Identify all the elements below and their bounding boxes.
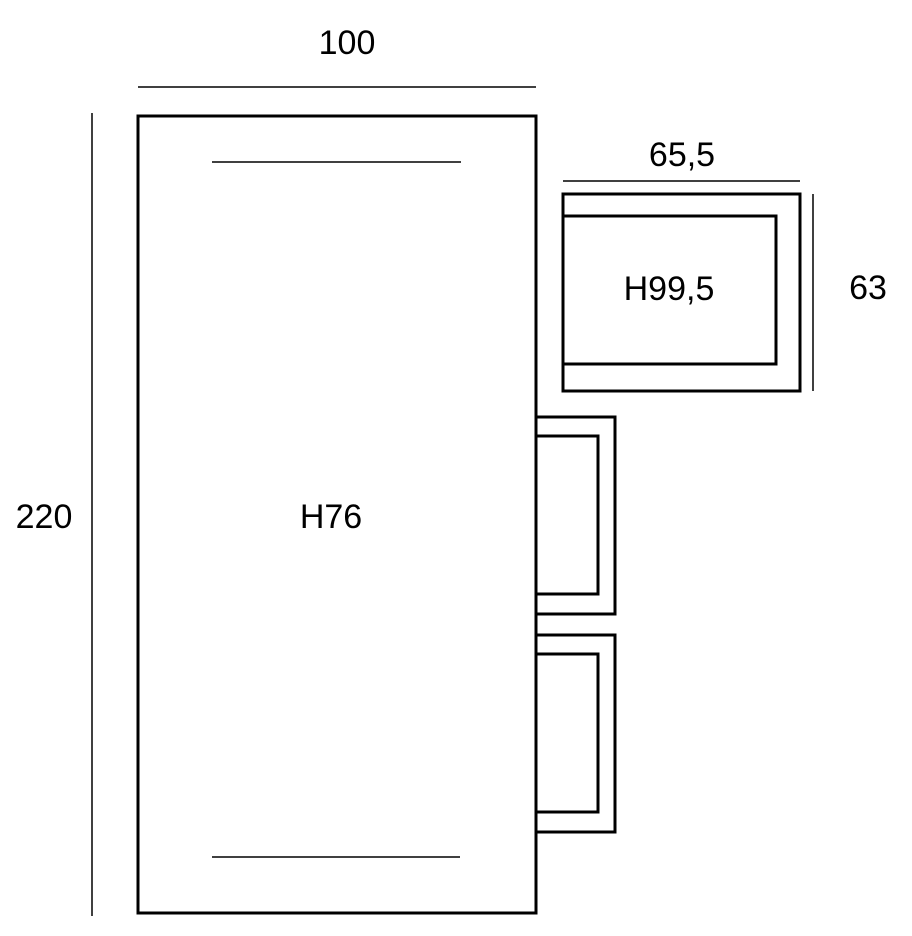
chair-2-seat — [534, 652, 600, 814]
table-width-label: 100 — [319, 24, 376, 62]
ottoman-depth-label: 63 — [849, 269, 887, 307]
ottoman-width-label: 65,5 — [649, 136, 715, 174]
chair-1-seat — [534, 434, 600, 596]
ottoman-height-label: H99,5 — [624, 270, 715, 308]
chair-2-outline — [534, 633, 617, 834]
table-length-label: 220 — [16, 498, 73, 536]
ottoman-seat — [561, 214, 778, 366]
table-height-label: H76 — [300, 498, 362, 536]
chair-1-outline — [534, 415, 617, 616]
